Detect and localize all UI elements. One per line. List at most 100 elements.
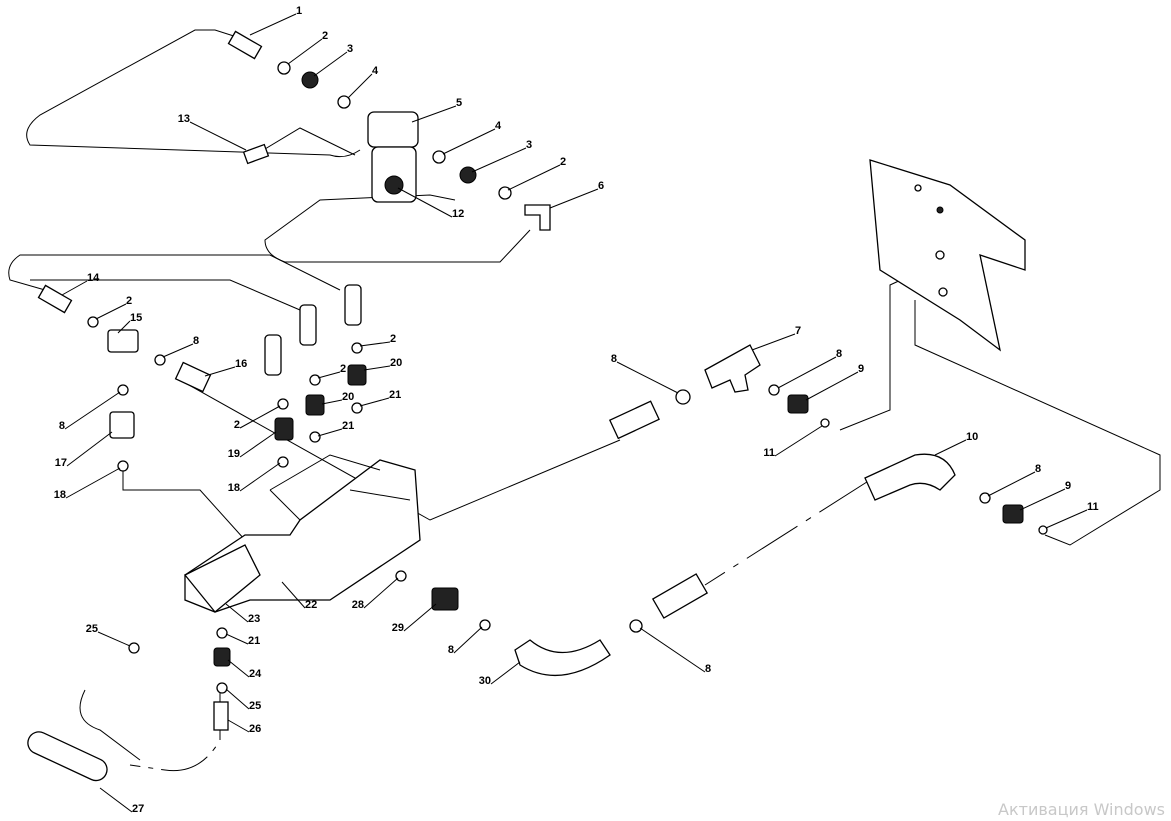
callout-leader xyxy=(507,164,561,191)
callout-label: 2 xyxy=(126,295,132,307)
part-2-oring xyxy=(351,342,363,354)
hose-line-10 xyxy=(704,479,871,586)
part-10-hose-elbow xyxy=(864,453,956,501)
callout-leader xyxy=(359,397,390,407)
part-25-oring xyxy=(216,682,228,694)
callout-leader xyxy=(1045,509,1088,529)
part-30-hose-elbow xyxy=(514,639,611,676)
callout-label: 30 xyxy=(479,675,491,687)
part-8-oring xyxy=(768,384,780,396)
part-19-adapter xyxy=(274,417,294,441)
callout-label: 8 xyxy=(836,348,842,360)
callout-label: 4 xyxy=(495,120,502,132)
hose-end xyxy=(299,304,317,346)
callout-label: 22 xyxy=(305,599,317,611)
callout-label: 24 xyxy=(249,668,262,680)
callout-label: 8 xyxy=(705,663,711,675)
callout-leader xyxy=(442,128,496,155)
part-18-oring xyxy=(277,456,289,468)
part-16-fitting xyxy=(174,361,212,393)
part-8-oring xyxy=(117,384,129,396)
callout-leader xyxy=(99,787,133,813)
callout-label: 26 xyxy=(249,723,261,735)
part-23-pump xyxy=(183,544,261,613)
plate-hole xyxy=(914,184,922,192)
callout-label: 9 xyxy=(858,363,864,375)
callout-label: 21 xyxy=(248,635,260,647)
hose-line-mid xyxy=(30,279,301,311)
callout-leader xyxy=(281,581,306,609)
part-11-oring xyxy=(1038,525,1048,535)
callout-leader xyxy=(321,399,343,405)
callout-label: 1 xyxy=(296,5,302,17)
callout-leader xyxy=(313,51,348,77)
callout-label: 10 xyxy=(966,431,978,443)
callout-leader xyxy=(225,603,249,623)
callout-leader xyxy=(397,187,453,218)
callout-leader xyxy=(359,341,391,347)
callout-label: 23 xyxy=(248,613,260,625)
part-6-elbow xyxy=(524,204,551,231)
callout-label: 4 xyxy=(372,65,379,77)
part-28-oring xyxy=(395,570,407,582)
callout-label: 6 xyxy=(598,180,604,192)
callout-label: 2 xyxy=(560,156,566,168)
part-12-mesh xyxy=(384,175,404,195)
hose-line-13 xyxy=(254,127,356,156)
callout-label: 20 xyxy=(342,391,354,403)
callout-label: 14 xyxy=(87,272,100,284)
callout-label: 29 xyxy=(392,622,404,634)
callout-label: 25 xyxy=(86,623,98,635)
part-7-tee xyxy=(704,344,761,393)
hose-end xyxy=(344,284,362,326)
callout-leader xyxy=(249,13,297,36)
part-17-adapter xyxy=(109,411,135,439)
callout-label: 13 xyxy=(178,113,190,125)
part-20-adapter xyxy=(347,364,367,386)
part-8-oring xyxy=(479,619,491,631)
callout-leader xyxy=(66,431,113,467)
callout-leader xyxy=(777,356,837,389)
callout-label: 5 xyxy=(456,97,462,109)
callout-leader xyxy=(347,73,373,99)
callout-leader xyxy=(751,333,796,351)
watermark: Активация Windows xyxy=(998,800,1165,819)
callout-leader xyxy=(987,471,1036,497)
callout-leader xyxy=(549,188,599,209)
hose-end xyxy=(651,573,709,619)
part-12-filter-element xyxy=(371,146,417,203)
part-26-fitting xyxy=(213,701,229,731)
callout-leader xyxy=(64,391,121,430)
callout-leader xyxy=(239,405,281,429)
callout-leader xyxy=(239,431,277,458)
hose-line-6 xyxy=(264,194,531,263)
callout-label: 8 xyxy=(611,353,617,365)
hose-line-27 xyxy=(79,689,141,761)
mounting-plate xyxy=(869,159,1026,352)
callout-label: 17 xyxy=(55,457,67,469)
part-21-oring xyxy=(351,402,363,414)
part-21-oring xyxy=(309,431,321,443)
callout-label: 2 xyxy=(234,419,240,431)
callout-label: 3 xyxy=(347,43,353,55)
callout-leader xyxy=(616,361,679,394)
callout-leader xyxy=(805,371,859,401)
part-15-elbow xyxy=(107,329,139,353)
valve-detail xyxy=(269,454,411,521)
hose-end xyxy=(264,334,282,376)
callout-label: 2 xyxy=(340,363,346,375)
hose-line-14 xyxy=(8,254,341,291)
callout-leader xyxy=(95,303,127,320)
part-8-oring xyxy=(979,492,991,504)
hose-line-16 xyxy=(179,379,621,521)
callout-leader xyxy=(411,105,457,123)
part-8-oring xyxy=(629,619,643,633)
part-8-oring xyxy=(675,389,691,405)
part-8-oring xyxy=(154,354,166,366)
plate-hole xyxy=(935,250,945,260)
callout-label: 11 xyxy=(1087,501,1099,513)
part-27-tube xyxy=(27,731,108,782)
callout-label: 2 xyxy=(390,333,396,345)
